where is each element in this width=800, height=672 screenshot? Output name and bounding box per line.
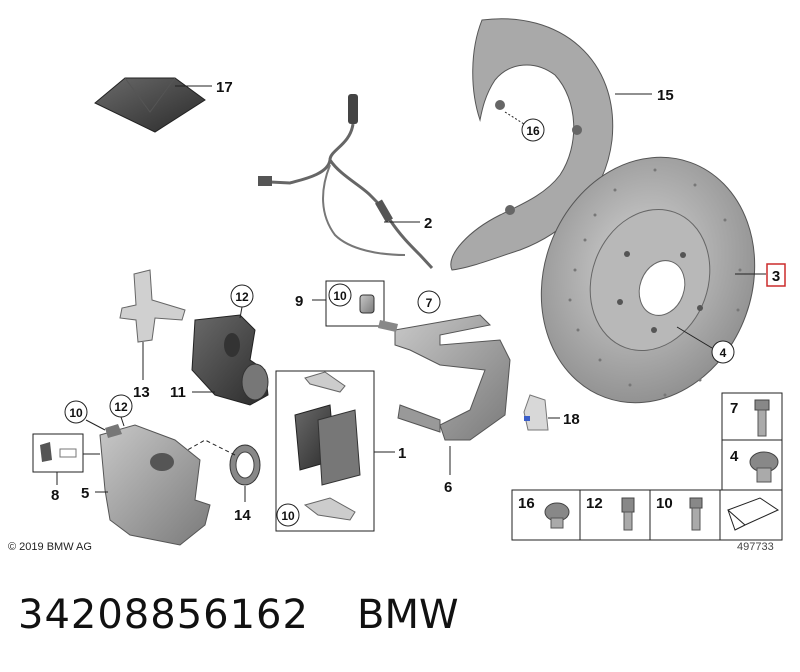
brand-name: BMW: [357, 592, 459, 638]
actuator-motor-part: [191, 314, 269, 406]
callout-6: 6: [444, 479, 452, 496]
clip-part: [40, 442, 77, 462]
callout-10-group: 10: [333, 289, 347, 303]
callout-11: 11: [170, 384, 186, 401]
callout-16-bubble: [521, 118, 545, 142]
callout-13: 13: [133, 384, 150, 401]
brake-pads-part: [294, 371, 361, 521]
drawing-number: 497733: [737, 541, 774, 553]
callout-15: 15: [657, 87, 674, 104]
callout-7-carrier: 7: [426, 296, 433, 310]
wheel-bolt-part: [754, 399, 770, 437]
callout-1: 1: [398, 445, 406, 462]
bushing-group-box: [325, 280, 385, 327]
caliper-carrier-part: [378, 314, 511, 441]
leader-line: [676, 326, 713, 349]
callout-10-pads: 10: [281, 509, 295, 523]
fastener-cell-label: 16: [518, 495, 535, 512]
callout-2: 2: [424, 215, 432, 232]
callout-4: 4: [720, 346, 727, 360]
rubber-cap-part: [94, 77, 206, 133]
guide-bolt-part: [689, 497, 703, 531]
bracket-part: [119, 269, 186, 343]
callout-16: 16: [526, 124, 540, 138]
callout-9: 9: [295, 293, 303, 310]
fastener-cell-label: 12: [586, 495, 603, 512]
wear-sensor-part: [258, 94, 434, 270]
hub-nut-part: [749, 451, 779, 483]
callout-12-top: 12: [235, 290, 249, 304]
fastener-cell-label: 4: [730, 448, 739, 465]
callout-5: 5: [81, 485, 89, 502]
fastener-cell-label: 7: [730, 400, 738, 417]
callout-12-caliper: 12: [114, 400, 128, 414]
callout-3: 3: [772, 268, 780, 285]
clip-box: [32, 433, 84, 473]
callout-14: 14: [234, 507, 251, 524]
copyright-notice: © 2019 BMW AG: [8, 541, 92, 553]
flange-bolt-part: [544, 502, 570, 529]
highlight-box: [766, 263, 786, 287]
fastener-cell-label: 10: [656, 495, 673, 512]
callout-10-caliper: 10: [69, 406, 83, 420]
caliper-housing-part: [99, 424, 211, 546]
brake-pad-group-box: [275, 370, 375, 532]
part-number: 34208856162: [18, 592, 309, 638]
callout-17: 17: [216, 79, 233, 96]
seal-ring-part: [229, 444, 261, 486]
arrow-indicator-icon: [727, 497, 780, 531]
callout-18: 18: [563, 411, 580, 428]
callout-8: 8: [51, 487, 59, 504]
brake-disc-part: [540, 156, 756, 404]
socket-screw-part: [621, 497, 635, 531]
bushing-part: [359, 294, 375, 314]
small-bracket-part: [523, 394, 549, 431]
